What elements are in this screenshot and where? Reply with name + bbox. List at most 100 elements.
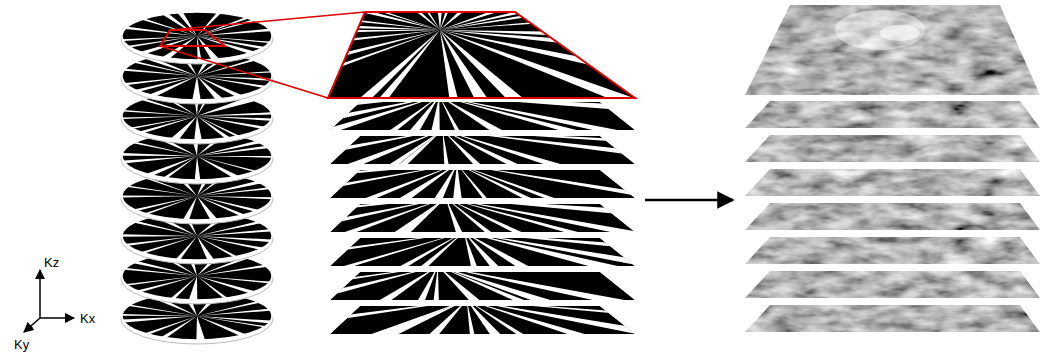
spoke [100,180,438,266]
spoke [123,316,197,322]
spoke [69,139,445,198]
image-slice [745,101,1040,128]
spoke [176,152,438,266]
shape [745,101,1040,128]
spoke [198,0,439,96]
spoke [197,71,271,76]
spoke [467,180,700,300]
axis-label: Kx [80,312,95,325]
spoke [126,236,197,246]
spoke [122,195,197,197]
spoke [142,19,197,36]
spoke [48,61,439,96]
spoke [104,120,445,198]
spoke [43,130,443,144]
spoke [438,151,686,266]
spoke [438,181,768,266]
image-slice [745,237,1040,264]
spoke [42,266,438,296]
axis-label: Kz [44,256,59,269]
spoke [457,44,696,164]
spoke [424,0,454,30]
spoke [359,94,464,232]
spoke [440,24,479,164]
spoke [187,300,467,360]
spoke [40,30,440,39]
spoke [197,316,246,336]
spoke [64,232,464,244]
spoke [56,198,446,238]
spoke [467,162,562,300]
spoke [438,130,556,266]
spoke [440,0,738,30]
spoke [64,212,464,232]
kspace-slice [67,160,866,360]
spoke [447,92,471,232]
spoke [464,127,753,232]
shape [745,305,1040,332]
spoke [274,0,440,30]
spoke [140,116,197,133]
spoke [464,116,719,232]
spoke [423,0,443,130]
spoke [197,188,269,196]
spoke [307,0,439,96]
spoke [65,164,457,199]
spoke [467,300,597,360]
spoke [331,166,467,300]
zoom-outline [328,12,635,98]
spoke [136,76,197,92]
image-slice [745,203,1040,230]
spoke [104,0,440,30]
kspace-slice [58,24,857,304]
spoke [126,276,197,286]
spoke [440,0,605,30]
spoke [437,126,462,266]
spoke [467,300,498,360]
spoke [145,196,197,214]
shape [122,12,272,60]
spoke [123,36,197,41]
spoke [54,30,440,76]
process-arrow [645,199,733,202]
spoke [197,156,272,158]
spoke [443,0,568,130]
shape [745,271,1040,298]
spoke [221,117,464,232]
image-slice [745,135,1040,162]
spoke [197,236,214,260]
spoke [86,100,457,164]
spoke [183,196,197,220]
spoke [197,76,223,99]
spoke [197,236,271,242]
spoke [197,196,217,220]
shape [745,135,1040,162]
spoke [171,116,197,139]
spoke [218,184,467,300]
spoke [194,116,202,140]
spoke [464,96,582,232]
spoke [197,265,266,276]
spoke [128,216,467,300]
spoke [46,189,446,201]
kspace-slice [48,0,839,236]
spoke [341,0,440,30]
spoke [67,300,466,321]
spoke [197,36,201,60]
spoke [129,305,197,316]
spoke [353,0,443,130]
spoke [125,76,197,85]
spoke [278,68,446,198]
spoke [195,156,201,180]
spoke [467,160,502,300]
zoom-line [160,46,328,98]
spoke [446,59,520,198]
spoke [90,300,467,356]
spoke [134,196,197,211]
spoke [443,28,738,130]
axis-label: Ky [14,338,29,351]
spoke [457,63,755,164]
spoke [197,276,270,283]
shape [745,5,1040,95]
